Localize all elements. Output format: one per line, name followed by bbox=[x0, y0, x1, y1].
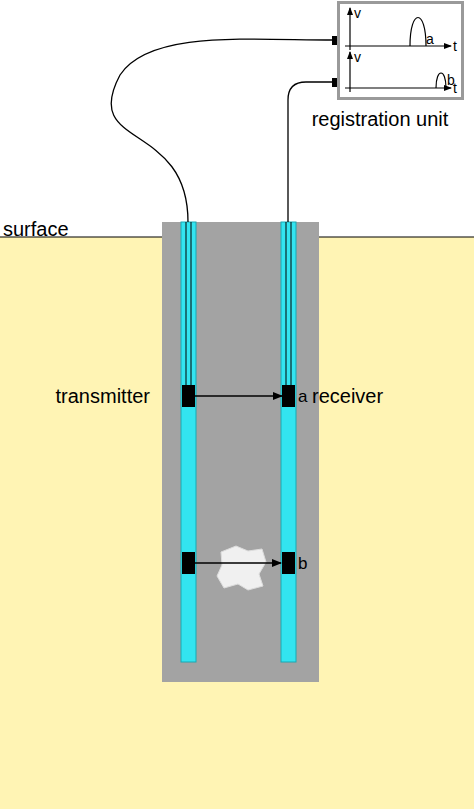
pulse bbox=[410, 18, 426, 47]
position-label: a bbox=[298, 388, 307, 405]
screen bbox=[340, 4, 461, 97]
signal-arrow bbox=[195, 395, 282, 396]
t-axis bbox=[345, 87, 451, 88]
axis-label: v bbox=[354, 50, 361, 64]
receiver-sensor: areceiver bbox=[282, 385, 295, 407]
t-axis bbox=[345, 45, 451, 46]
surface-label: surface bbox=[3, 219, 69, 239]
receiver-sensor: b bbox=[282, 552, 295, 574]
wire bbox=[288, 82, 333, 222]
part-name: transmitter bbox=[56, 386, 150, 406]
cable bbox=[186, 222, 187, 386]
cable bbox=[291, 222, 292, 386]
pile bbox=[162, 222, 319, 682]
defect-void bbox=[217, 546, 266, 590]
signal-label: a bbox=[426, 32, 434, 46]
axis-label: t bbox=[453, 39, 457, 53]
cable bbox=[191, 222, 192, 386]
position-label: b bbox=[298, 555, 307, 572]
transmitter-tube bbox=[181, 222, 196, 662]
v-axis bbox=[349, 8, 350, 50]
v-axis bbox=[349, 52, 350, 92]
signal-arrow bbox=[195, 562, 281, 563]
unit-title: registration unit bbox=[312, 109, 449, 129]
axis-label: v bbox=[354, 6, 361, 20]
axis-label: t bbox=[453, 81, 457, 95]
registration-unit: vatvbtregistration unit bbox=[337, 1, 464, 100]
transmitter-sensor: transmitter bbox=[182, 385, 195, 407]
pulse bbox=[436, 73, 446, 88]
transmitter-sensor bbox=[182, 552, 195, 574]
part-name: receiver bbox=[312, 386, 383, 406]
cable bbox=[286, 222, 287, 386]
receiver-tube bbox=[281, 222, 296, 662]
wire bbox=[111, 39, 333, 222]
